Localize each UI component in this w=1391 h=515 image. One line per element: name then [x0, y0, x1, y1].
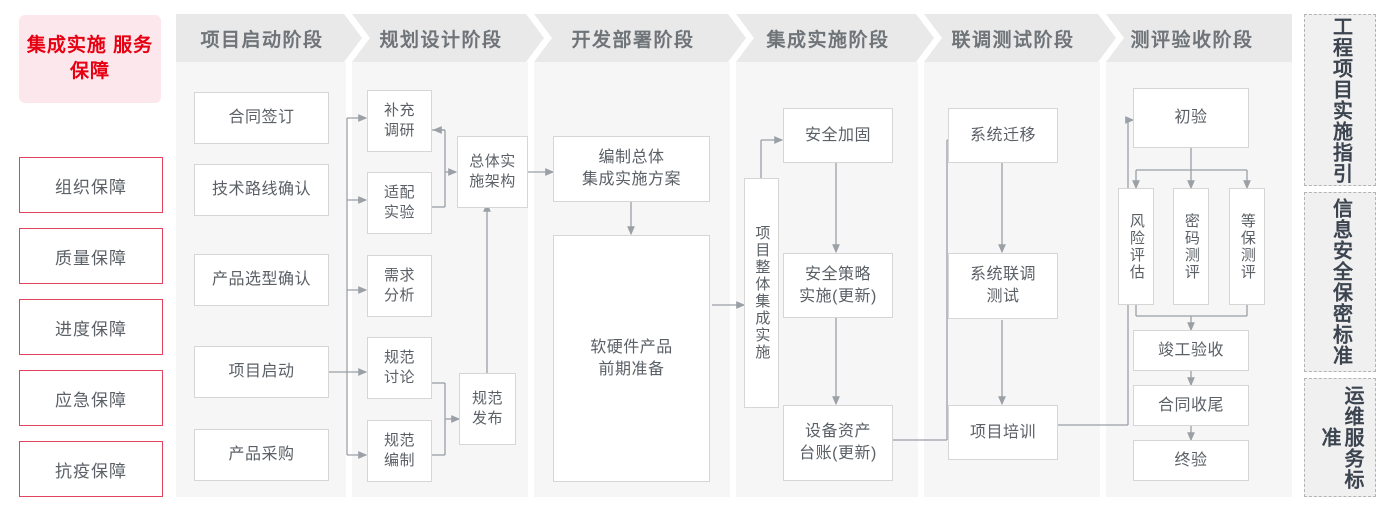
node-asset-ledger[interactable]: 设备资产 台账(更新) [783, 405, 893, 481]
stage-header-startup[interactable]: 项目启动阶段 [176, 14, 362, 62]
node-mlps-evaluation[interactable]: 等保测评 [1229, 188, 1265, 305]
node-completion-acceptance[interactable]: 竣工验收 [1133, 330, 1249, 371]
node-label: 需求 分析 [383, 266, 415, 304]
node-final-acceptance[interactable]: 终验 [1133, 440, 1249, 481]
stage-title: 项目启动阶段 [200, 29, 324, 51]
node-label: 项目整体集成实施 [753, 225, 771, 361]
guarantee-label: 抗疫保障 [55, 461, 127, 481]
standard-label: 运维服务标准 [1318, 385, 1363, 490]
guarantee-label: 进度保障 [55, 319, 127, 339]
node-tech-route[interactable]: 技术路线确认 [194, 164, 329, 216]
stage-title: 测评验收阶段 [1130, 29, 1254, 51]
guarantee-item-epidemic[interactable]: 抗疫保障 [19, 441, 163, 497]
node-label: 设备资产 台账(更新) [799, 423, 877, 462]
stage-title: 集成实施阶段 [766, 29, 890, 51]
node-adaptation-experiment[interactable]: 适配 实验 [367, 172, 432, 234]
stage-header-integrate[interactable]: 集成实施阶段 [736, 14, 934, 62]
node-security-policy[interactable]: 安全策略 实施(更新) [783, 253, 893, 318]
node-label: 合同收尾 [1157, 396, 1224, 414]
guarantee-item-schedule[interactable]: 进度保障 [19, 299, 163, 355]
node-label: 项目启动 [228, 363, 295, 381]
node-label: 初验 [1174, 109, 1208, 127]
node-contract-closure[interactable]: 合同收尾 [1133, 385, 1249, 426]
guarantee-label: 组织保障 [55, 177, 127, 197]
node-plan-document[interactable]: 编制总体 集成实施方案 [553, 136, 710, 202]
node-label: 终验 [1174, 451, 1208, 469]
stage-title: 规划设计阶段 [379, 29, 503, 51]
node-label: 编制总体 集成实施方案 [581, 149, 681, 188]
node-label: 软硬件产品 前期准备 [590, 338, 673, 378]
node-contract[interactable]: 合同签订 [194, 92, 329, 144]
node-label: 安全策略 实施(更新) [799, 265, 877, 305]
node-system-joint-test[interactable]: 系统联调 测试 [948, 253, 1058, 319]
node-supplementary-survey[interactable]: 补充 调研 [367, 90, 432, 152]
guarantee-label: 质量保障 [55, 248, 127, 268]
stage-header-develop[interactable]: 开发部署阶段 [534, 14, 746, 62]
guarantee-item-emergency[interactable]: 应急保障 [19, 370, 163, 426]
node-label: 适配 实验 [383, 183, 415, 221]
lead-title-box: 集成实施 服务保障 [19, 15, 161, 103]
node-label: 总体实 施架构 [469, 152, 516, 190]
node-security-hardening[interactable]: 安全加固 [783, 108, 893, 163]
node-system-migration[interactable]: 系统迁移 [948, 108, 1058, 163]
node-label: 密码测评 [1182, 212, 1200, 281]
node-label: 竣工验收 [1157, 341, 1224, 359]
stage-header-planning[interactable]: 规划设计阶段 [352, 14, 544, 62]
standard-panel-ops-standard[interactable]: 运维服务标准 [1304, 378, 1376, 497]
guarantee-item-quality[interactable]: 质量保障 [19, 228, 163, 284]
standard-panel-engineering-guide[interactable]: 工程项目实施指引 [1304, 14, 1376, 186]
node-label: 安全加固 [804, 126, 871, 144]
node-label: 规范 发布 [471, 389, 503, 427]
node-label: 项目培训 [969, 423, 1036, 441]
node-label: 系统迁移 [969, 126, 1036, 144]
node-spec-discussion[interactable]: 规范 讨论 [367, 337, 432, 399]
node-label: 规范 编制 [383, 431, 415, 469]
node-project-kickoff[interactable]: 项目启动 [194, 346, 329, 398]
stage-title: 开发部署阶段 [571, 29, 695, 51]
node-project-training[interactable]: 项目培训 [948, 405, 1058, 460]
node-risk-assessment[interactable]: 风险评估 [1118, 188, 1154, 305]
node-crypto-evaluation[interactable]: 密码测评 [1173, 188, 1209, 305]
node-label: 补充 调研 [383, 101, 415, 139]
node-label: 系统联调 测试 [969, 266, 1036, 305]
node-label: 产品选型确认 [211, 271, 311, 289]
node-label: 风险评估 [1127, 212, 1145, 281]
node-hardware-software-prep[interactable]: 软硬件产品 前期准备 [553, 235, 710, 482]
node-overall-integration[interactable]: 项目整体集成实施 [744, 178, 779, 408]
node-spec-drafting[interactable]: 规范 编制 [367, 420, 432, 482]
node-label: 产品采购 [228, 446, 295, 464]
node-initial-acceptance[interactable]: 初验 [1133, 88, 1249, 148]
node-label: 规范 讨论 [383, 348, 415, 386]
node-requirement-analysis[interactable]: 需求 分析 [367, 255, 432, 317]
guarantee-item-organization[interactable]: 组织保障 [19, 157, 163, 213]
node-product-purchase[interactable]: 产品采购 [194, 429, 329, 481]
standard-label: 信息安全保密标准 [1329, 198, 1352, 366]
stage-header-acceptance[interactable]: 测评验收阶段 [1106, 14, 1292, 62]
node-overall-architecture[interactable]: 总体实 施架构 [457, 136, 528, 208]
guarantee-label: 应急保障 [55, 390, 127, 410]
stage-header-joint-test[interactable]: 联调测试阶段 [924, 14, 1116, 62]
node-label: 合同签订 [228, 109, 295, 127]
node-label: 技术路线确认 [211, 181, 311, 199]
standard-label: 工程项目实施指引 [1329, 16, 1352, 184]
node-spec-release[interactable]: 规范 发布 [459, 373, 516, 445]
node-product-selection[interactable]: 产品选型确认 [194, 254, 329, 306]
standard-panel-security-standard[interactable]: 信息安全保密标准 [1304, 192, 1376, 372]
node-label: 等保测评 [1238, 212, 1256, 281]
stage-title: 联调测试阶段 [951, 29, 1075, 51]
